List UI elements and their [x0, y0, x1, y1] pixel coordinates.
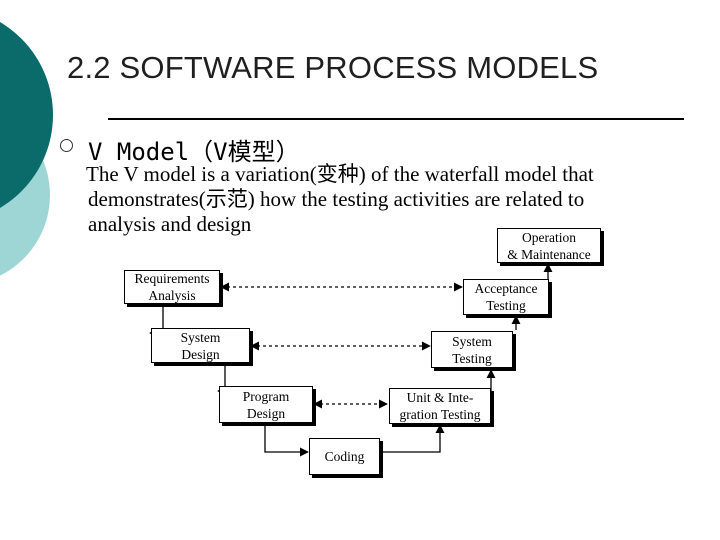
body-line: The V model is a variation(变种) of the wa… [86, 162, 594, 186]
body-paragraph: The V model is a variation(变种) of the wa… [86, 162, 688, 237]
arrow-coding-to-unit-testing [382, 424, 445, 453]
node-label: System Design [180, 329, 221, 362]
decorative-corner-shapes [0, 22, 53, 276]
node-label: Requirements Analysis [134, 271, 210, 303]
node-label: Coding [324, 449, 365, 464]
bullet-circle-icon [60, 139, 73, 152]
node-system-design: System Design [151, 328, 250, 363]
node-operation-maintenance: Operation & Maintenance [497, 228, 601, 263]
node-unit-integration-testing: Unit & Inte- gration Testing [389, 388, 491, 424]
body-line: demonstrates(示范) how the testing activit… [88, 187, 585, 211]
title-underline [108, 118, 684, 120]
node-label: System Testing [452, 333, 492, 366]
node-label: Operation & Maintenance [507, 229, 591, 262]
node-coding: Coding [309, 438, 380, 475]
arrow-program-design-to-coding [264, 422, 309, 457]
node-program-design: Program Design [219, 386, 313, 423]
node-requirements-analysis: Requirements Analysis [124, 270, 220, 304]
node-label: Acceptance Testing [474, 281, 538, 313]
node-label: Program Design [242, 388, 290, 421]
node-acceptance-testing: Acceptance Testing [463, 279, 549, 315]
node-label: Unit & Inte- gration Testing [399, 390, 481, 422]
section-heading: V Model（V模型） [88, 138, 300, 166]
body-line: analysis and design [88, 212, 252, 236]
node-system-testing: System Testing [431, 331, 513, 368]
slide-title: 2.2 SOFTWARE PROCESS MODELS [67, 50, 599, 85]
